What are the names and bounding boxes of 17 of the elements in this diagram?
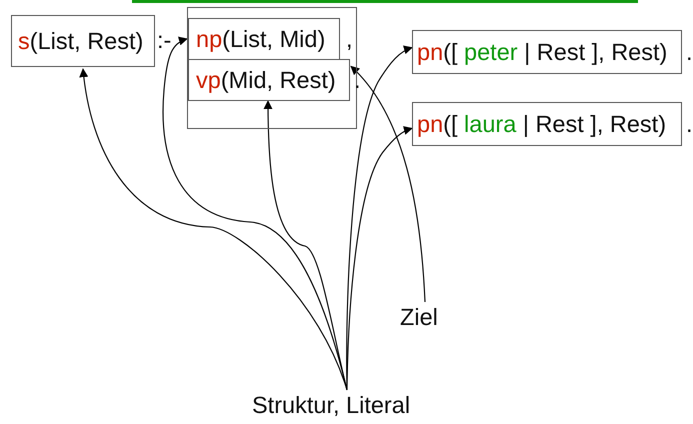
clause-text: vp(Mid, Rest): [196, 67, 336, 93]
clause-text: np(List, Mid): [196, 26, 326, 52]
annotation-label: Ziel: [400, 304, 438, 330]
operator-symbol: .: [686, 111, 693, 137]
operator-symbol: ,: [346, 26, 353, 52]
annotation-label: Struktur, Literal: [252, 392, 410, 418]
arrow: [350, 66, 426, 302]
arrow: [80, 68, 348, 390]
operator-symbol: .: [354, 67, 361, 93]
operator-symbol: :-: [157, 27, 172, 53]
arrow: [346, 126, 413, 390]
clause-text: pn([ peter | Rest ], Rest): [417, 39, 668, 65]
clause-text: s(List, Rest): [18, 28, 144, 54]
body-box: [187, 7, 357, 129]
clause-text: pn([ laura | Rest ], Rest): [417, 111, 666, 137]
arrow: [264, 100, 348, 390]
operator-symbol: .: [686, 39, 693, 65]
